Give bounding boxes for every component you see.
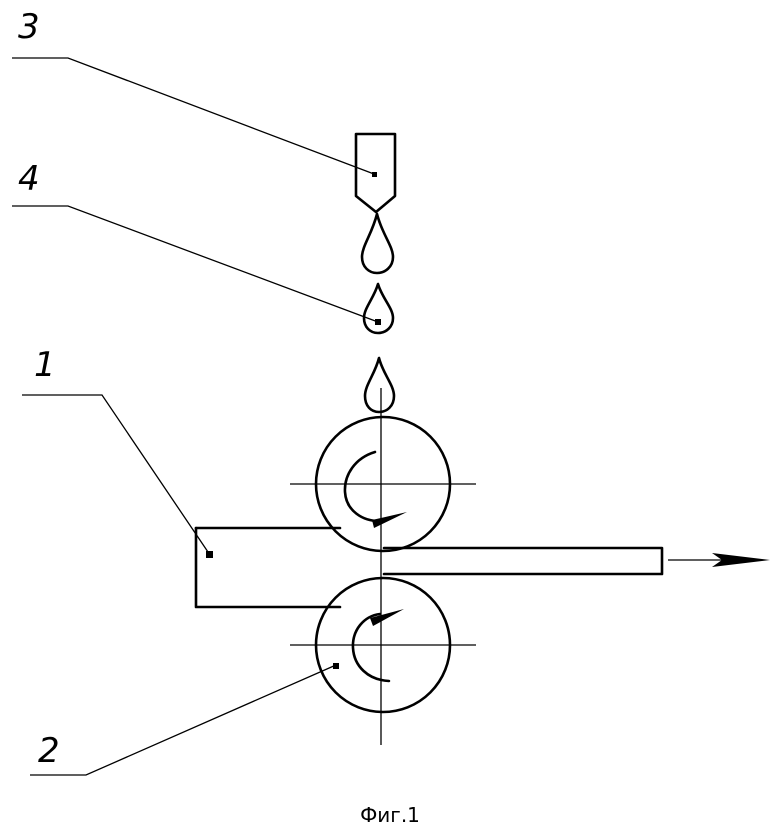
figure-caption: Фиг.1 — [360, 803, 420, 827]
lower-rotation-arrow-icon — [370, 609, 404, 626]
callout-number-1: 1 — [34, 345, 56, 385]
leader-line-1 — [22, 395, 208, 552]
exit-direction-arrow — [668, 553, 770, 567]
upper-rotation-arc — [345, 452, 382, 521]
droplets — [362, 214, 394, 412]
callout-number-3: 3 — [18, 7, 40, 47]
nozzle-marker — [372, 172, 377, 177]
leader-line-3 — [12, 58, 374, 174]
leader-line-2 — [30, 665, 336, 775]
droplet-marker — [375, 319, 381, 325]
lower-roller — [290, 578, 476, 712]
droplet-bottom — [365, 358, 394, 412]
callout-3: 3 — [12, 7, 374, 174]
callout-number-2: 2 — [38, 731, 60, 771]
strip-marker — [206, 551, 213, 558]
lower-roller-marker — [333, 663, 339, 669]
upper-rotation-arrow-icon — [372, 512, 407, 528]
callout-2: 2 — [30, 665, 336, 775]
strip-thin-section — [384, 548, 662, 574]
droplet-middle — [364, 284, 393, 333]
callout-1: 1 — [22, 345, 208, 552]
strip-left-edge — [196, 528, 340, 607]
upper-roller — [290, 417, 476, 551]
callout-4: 4 — [12, 159, 378, 322]
droplet-top — [362, 214, 393, 273]
callout-number-4: 4 — [18, 159, 40, 199]
nozzle — [356, 134, 395, 212]
lower-rotation-arc — [353, 614, 389, 681]
leader-line-4 — [12, 206, 378, 322]
